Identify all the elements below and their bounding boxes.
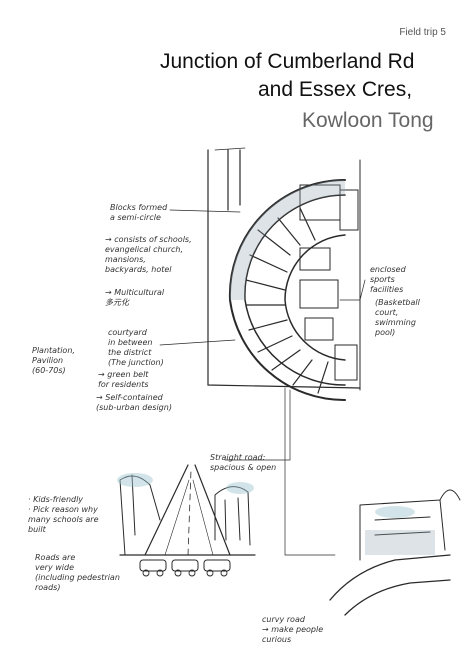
leader-blocks xyxy=(169,209,241,213)
leader-courtyard xyxy=(159,339,236,346)
leader-straight xyxy=(224,389,291,461)
page-title-line1: Junction of Cumberland Rd xyxy=(160,50,415,73)
bottom-right-block xyxy=(334,344,358,381)
note-straight-road: Straight road:spacious & open xyxy=(210,453,277,472)
note-consists: → consists of schools,evangelical church… xyxy=(105,235,192,274)
car-3 xyxy=(203,559,231,572)
leader-sports xyxy=(339,279,366,301)
crescent-outer xyxy=(228,178,346,402)
core-block-1 xyxy=(299,247,331,271)
sky-washes xyxy=(117,473,415,518)
crescent-core xyxy=(284,234,346,361)
road-edges xyxy=(144,464,231,556)
note-plantation: Plantation,Pavilion(60-70s) xyxy=(32,346,75,375)
shade-washes xyxy=(229,179,435,555)
car-1 xyxy=(139,559,167,572)
right-building xyxy=(214,486,251,546)
core-block-2 xyxy=(299,279,339,309)
core-block-3 xyxy=(304,317,334,341)
curvy-road-inner xyxy=(329,554,451,601)
field-trip-label: Field trip 5 xyxy=(399,27,446,38)
road-centerline xyxy=(187,469,192,556)
curvy-road-outer xyxy=(344,579,451,616)
crescent-inner xyxy=(244,194,346,386)
left-walls xyxy=(119,474,161,556)
map-frame-left xyxy=(207,149,361,389)
page-title-line2: and Essex Cres, xyxy=(258,78,413,101)
crescent-blocks xyxy=(245,207,329,394)
leader-curvy xyxy=(284,387,336,556)
note-selfcontained: → Self-contained(sub-urban design) xyxy=(96,393,172,412)
car-2 xyxy=(171,559,199,572)
page-subtitle: Kowloon Tong xyxy=(302,109,434,132)
map-road-vertical xyxy=(227,149,241,211)
